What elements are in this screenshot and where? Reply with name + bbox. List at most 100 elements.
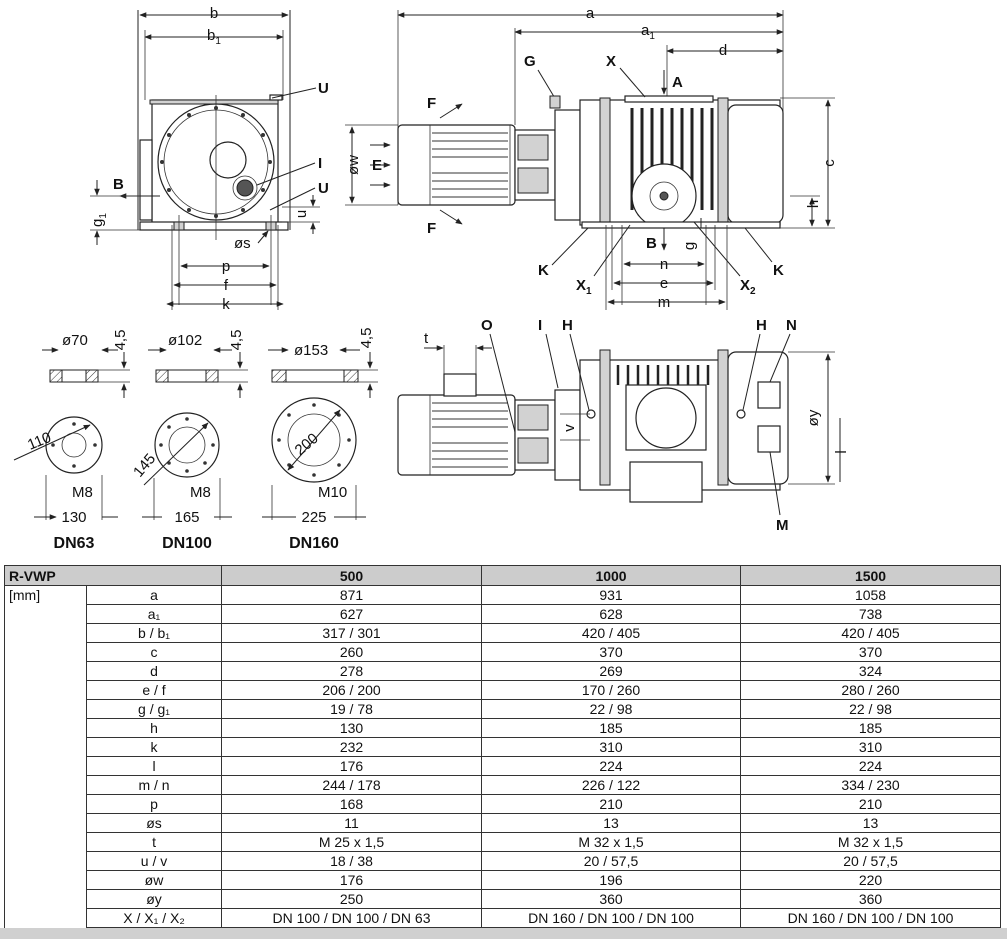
label-o: O [481,317,493,334]
value-cell: 176 [221,870,483,890]
value-cell: 232 [221,737,483,757]
dim-e: e [660,275,668,292]
value-cell: 22 / 98 [740,699,1002,719]
label-h-right: H [756,317,767,334]
param-cell: c [85,642,223,662]
param-cell: a₁ [85,604,223,624]
value-cell: 370 [481,642,742,662]
dim-os: øs [234,235,251,252]
flange-dn160-bore: ø153 [294,342,328,359]
value-cell: 224 [481,756,742,776]
param-cell: øy [85,889,223,909]
unit-cell: [mm] [4,585,87,928]
value-cell: 278 [221,661,483,681]
table-header-row: R-VWP 500 1000 1500 [3,565,1002,586]
label-f-top: F [427,95,436,112]
dim-l: l [833,450,850,453]
value-cell: 931 [481,585,742,605]
dim-a: a [586,5,595,22]
value-cell: 168 [221,794,483,814]
value-cell: 13 [481,813,742,833]
param-cell: g / g₁ [85,699,223,719]
value-cell: 420 / 405 [481,623,742,643]
header-model-1500: 1500 [740,565,1002,586]
flange-dn100-name: DN100 [162,535,212,552]
value-cell: 22 / 98 [481,699,742,719]
value-cell: M 25 x 1,5 [221,832,483,852]
value-cell: 13 [740,813,1002,833]
value-cell: 738 [740,604,1002,624]
dim-oy: øy [805,409,822,426]
param-cell: øs [85,813,223,833]
value-cell: 226 / 122 [481,775,742,795]
value-cell: 250 [221,889,483,909]
value-cell: 210 [740,794,1002,814]
dim-f: f [224,277,229,294]
value-cell: 170 / 260 [481,680,742,700]
param-cell: øw [85,870,223,890]
value-cell: 628 [481,604,742,624]
param-cell: k [85,737,223,757]
flange-dn63-outer: 130 [61,509,86,526]
dim-a1: a1 [641,22,655,42]
dim-h: h [805,200,822,208]
param-cell: h [85,718,223,738]
value-cell: 224 [740,756,1002,776]
dim-b1: b1 [207,27,221,47]
dim-v: v [561,424,578,432]
value-cell: 176 [221,756,483,776]
flange-dn160: ø153 4,5 200 M10 225 DN160 [262,328,378,552]
dim-d: d [719,42,727,59]
value-cell: 269 [481,661,742,681]
dim-t: t [424,330,429,347]
label-x1: X1 [576,277,592,297]
param-cell: b / b₁ [85,623,223,643]
flange-dn160-name: DN160 [289,535,339,552]
value-cell: 20 / 57,5 [740,851,1002,871]
label-k-right: K [773,262,784,279]
value-cell: 871 [221,585,483,605]
label-x: X [606,53,616,70]
value-cell: 20 / 57,5 [481,851,742,871]
value-cell: 360 [740,889,1002,909]
dim-n: n [660,256,668,273]
value-cell: 185 [740,718,1002,738]
value-cell: 420 / 405 [740,623,1002,643]
param-cell: a [85,585,223,605]
label-n: N [786,317,797,334]
param-cell: d [85,661,223,681]
flange-dn63-name: DN63 [54,535,95,552]
value-cell: 1058 [740,585,1002,605]
value-cell: 196 [481,870,742,890]
label-h-left: H [562,317,573,334]
flange-dn100: ø102 4,5 145 M8 165 DN100 [130,330,248,552]
flange-dn100-pcd: 145 [130,450,159,480]
flange-dn100-thick: 4,5 [228,330,245,351]
label-f-bottom: F [427,220,436,237]
header-model-label: R-VWP [3,565,223,586]
flange-dn100-outer: 165 [174,509,199,526]
dim-g: g [681,242,698,250]
flange-dn100-bolt: M8 [190,484,211,501]
label-b-outlet: B [646,235,657,252]
value-cell: 310 [481,737,742,757]
value-cell: 310 [740,737,1002,757]
label-u-top: U [318,80,329,97]
value-cell: M 32 x 1,5 [481,832,742,852]
value-cell: 220 [740,870,1002,890]
